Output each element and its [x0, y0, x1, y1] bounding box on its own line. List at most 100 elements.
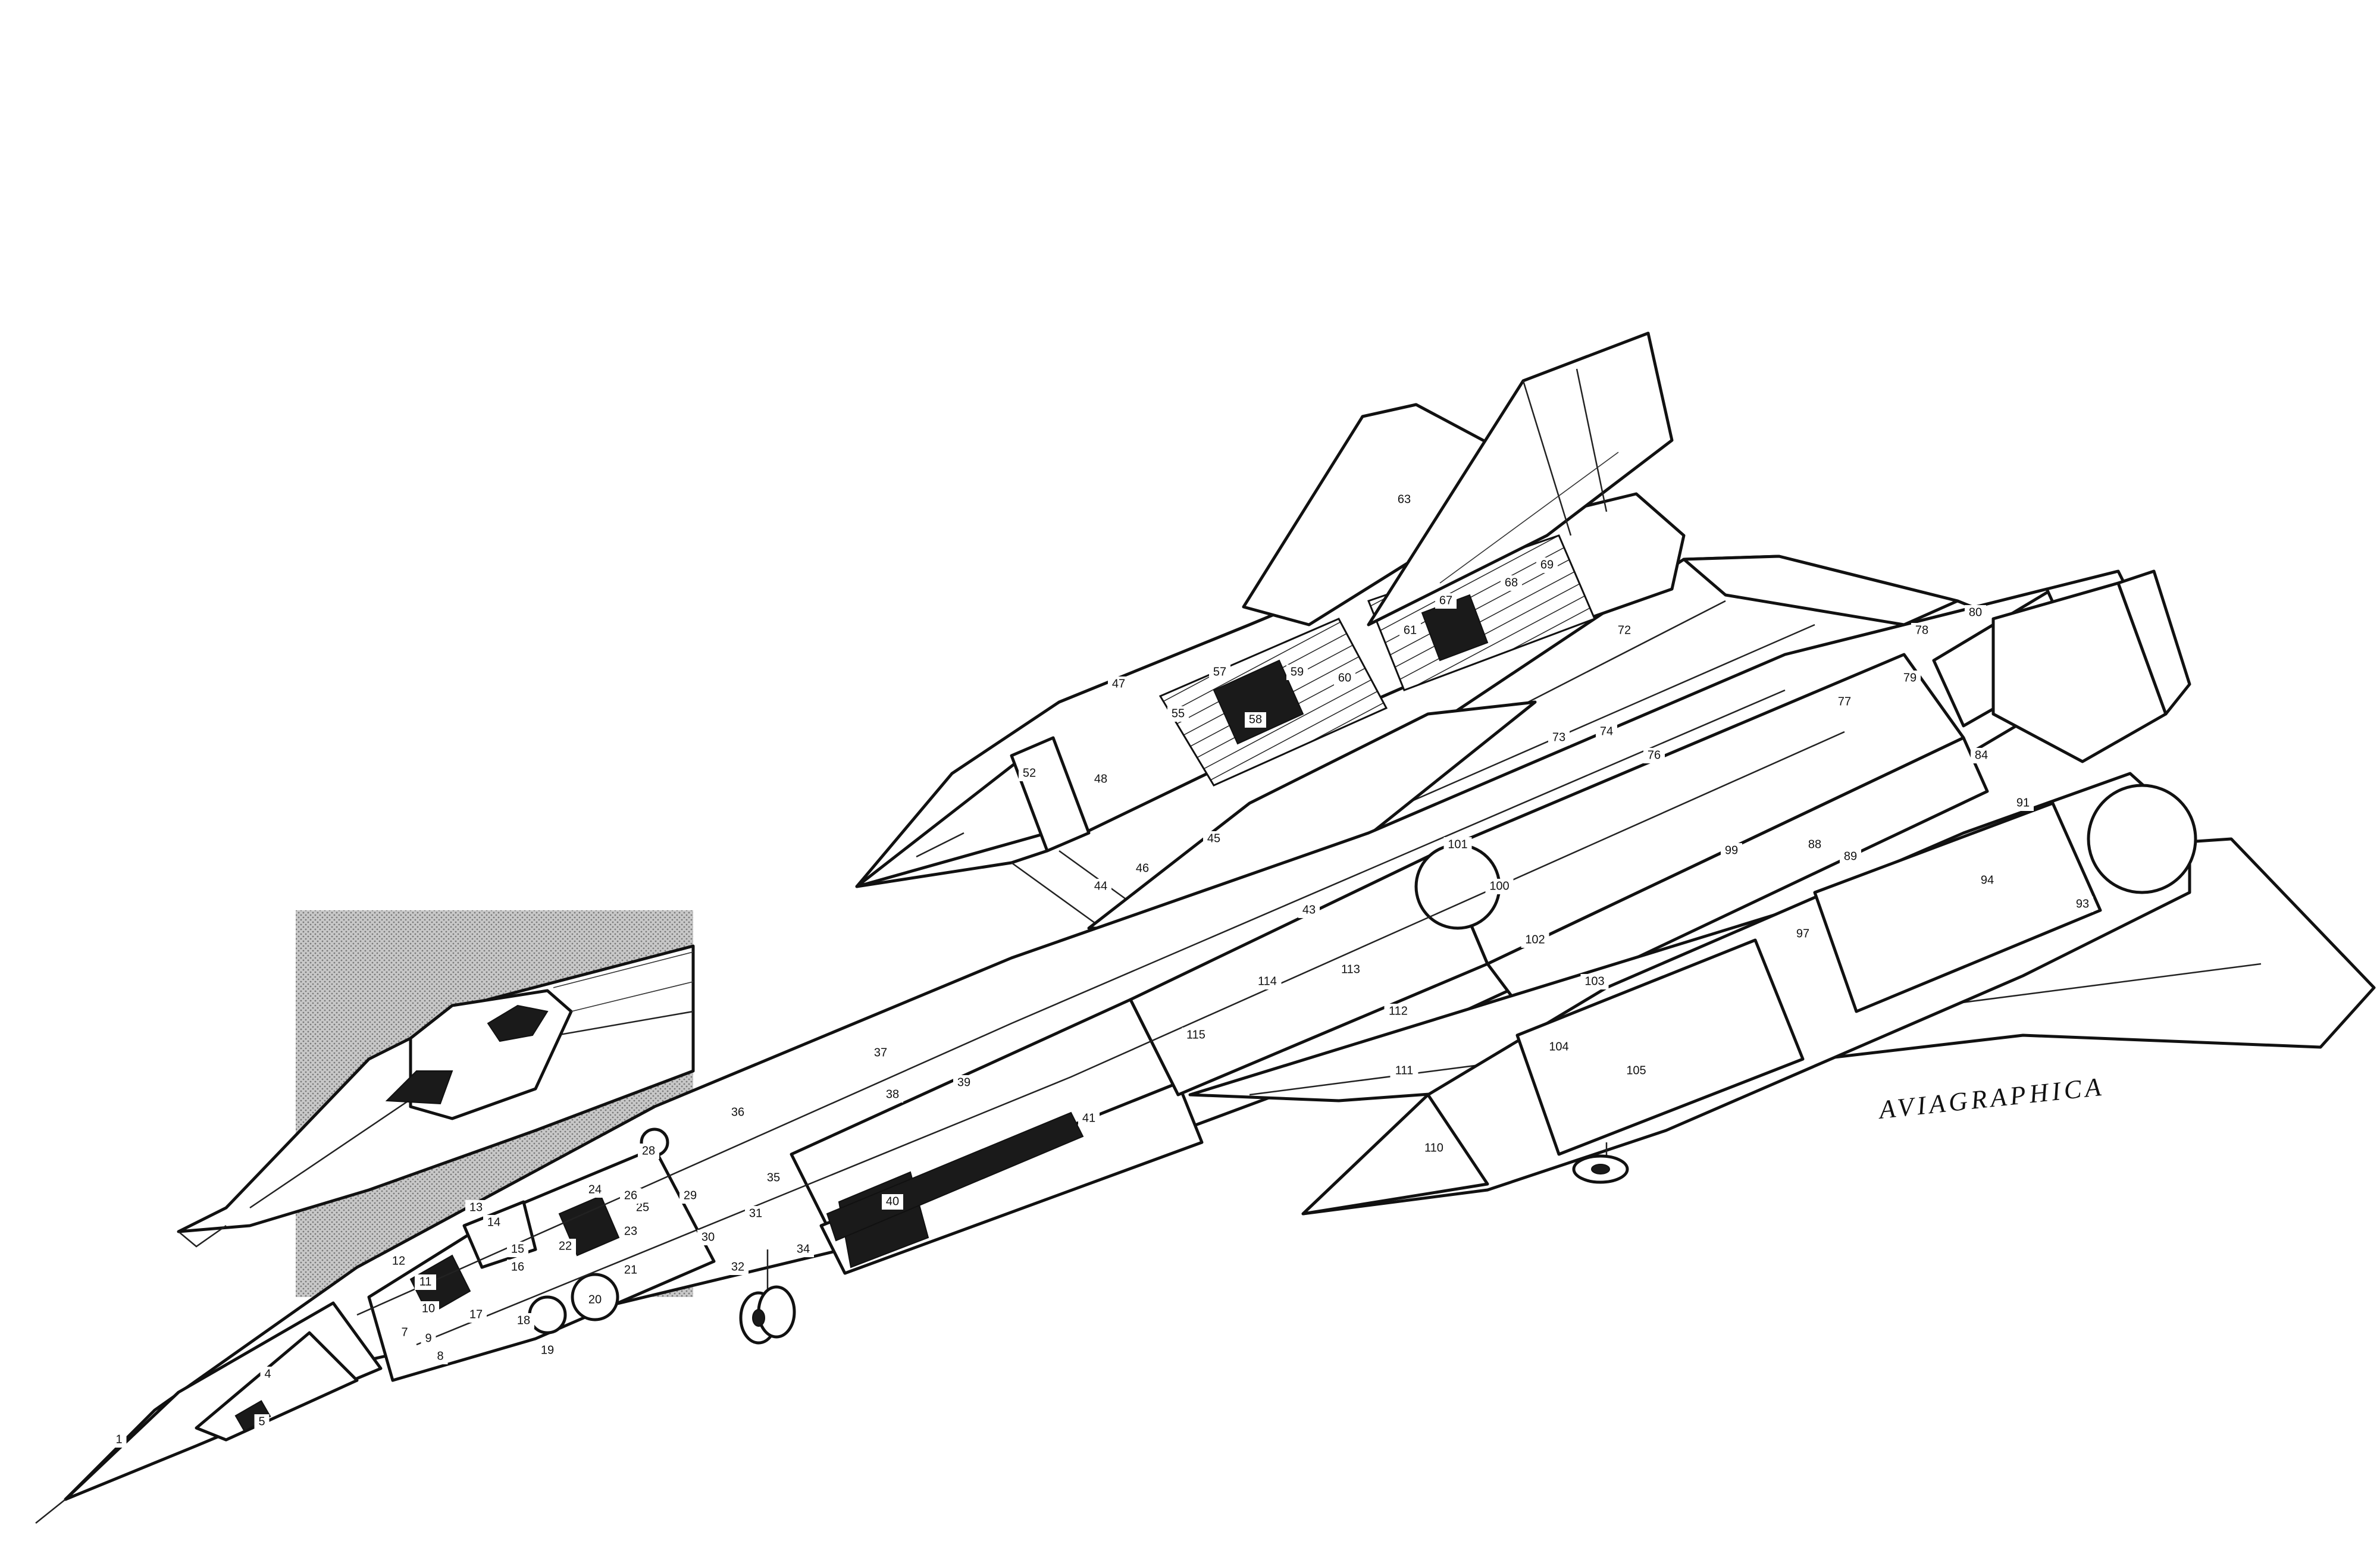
callout-backing — [745, 1206, 766, 1221]
callout-backing — [388, 1254, 409, 1269]
callout-number: 99 — [1725, 844, 1738, 857]
callout-backing — [1965, 605, 1986, 621]
callout-number: 21 — [624, 1263, 637, 1276]
callout-number: 16 — [511, 1260, 524, 1273]
callout-number: 74 — [1600, 725, 1613, 738]
callout-backing — [1384, 1004, 1413, 1019]
callout-number: 35 — [767, 1171, 780, 1184]
near-exhaust — [2087, 784, 2197, 894]
callout-number: 114 — [1258, 975, 1277, 988]
callout-47: 47 — [1108, 676, 1129, 692]
callout-26: 26 — [620, 1188, 641, 1204]
callout-number: 44 — [1094, 879, 1107, 892]
callout-backing — [1792, 926, 1814, 942]
callout-number: 60 — [1338, 671, 1351, 684]
inset-front-window — [385, 1070, 453, 1105]
callout-104: 104 — [1545, 1039, 1573, 1055]
callout-number: 52 — [1023, 766, 1036, 779]
callout-number: 59 — [1291, 665, 1304, 678]
callout-number: 91 — [2016, 796, 2030, 809]
callout-backing — [1390, 1063, 1418, 1079]
callout-101: 101 — [1443, 837, 1472, 853]
callout-backing — [507, 1260, 528, 1275]
callout-backing — [870, 1045, 891, 1061]
callout-110: 110 — [1420, 1141, 1448, 1156]
callout-backing — [638, 1144, 659, 1159]
callout-backing — [1399, 623, 1421, 638]
callout-number: 32 — [731, 1260, 744, 1273]
callout-103: 103 — [1580, 974, 1609, 989]
callout-backing — [418, 1301, 439, 1317]
callout-backing — [727, 1105, 749, 1120]
callout-73: 73 — [1548, 730, 1570, 746]
callout-59: 59 — [1286, 665, 1308, 680]
callout-backing — [465, 1200, 487, 1216]
callout-29: 29 — [679, 1188, 701, 1204]
callout-number: 1 — [115, 1433, 122, 1446]
callout-backing — [1336, 962, 1365, 978]
callout-backing — [1643, 748, 1665, 763]
callout-number: 113 — [1341, 963, 1360, 976]
artist-signature: AVIAGRAPHICA — [1876, 1072, 2106, 1125]
callout-backing — [1911, 623, 1933, 638]
callout-backing — [1167, 706, 1189, 722]
callout-45: 45 — [1203, 831, 1225, 847]
callout-24: 24 — [584, 1182, 606, 1198]
callout-number: 57 — [1213, 665, 1226, 678]
callout-10: 10 — [418, 1301, 439, 1317]
callout-backing — [1203, 831, 1225, 847]
callout-97: 97 — [1792, 926, 1814, 942]
callout-number: 103 — [1584, 975, 1604, 988]
callout-number: 37 — [874, 1046, 887, 1059]
callout-14: 14 — [483, 1215, 505, 1230]
callout-backing — [1132, 861, 1153, 876]
callout-backing — [1580, 974, 1609, 989]
callout-4: 4 — [260, 1367, 275, 1382]
callout-114: 114 — [1253, 974, 1282, 989]
callout-number: 29 — [684, 1189, 697, 1202]
callout-number: 20 — [588, 1293, 602, 1306]
callout-number: 84 — [1975, 748, 1988, 762]
callout-number: 22 — [559, 1239, 572, 1252]
callout-number: 110 — [1424, 1141, 1443, 1154]
far-fin-tall — [1367, 331, 1674, 627]
callout-backing — [1977, 873, 1998, 888]
callout-number: 48 — [1094, 772, 1107, 785]
callout-63: 63 — [1393, 492, 1415, 508]
callout-40: 40 — [882, 1194, 903, 1210]
callout-backing — [1721, 843, 1742, 859]
callout-52: 52 — [1019, 766, 1040, 781]
callout-backing — [1019, 766, 1040, 781]
callout-93: 93 — [2072, 897, 2093, 912]
callout-backing — [1209, 665, 1230, 680]
callout-number: 43 — [1302, 903, 1316, 916]
callout-backing — [1393, 492, 1415, 508]
callout-21: 21 — [620, 1263, 641, 1278]
callout-backing — [1420, 1141, 1448, 1156]
callout-number: 68 — [1505, 576, 1518, 589]
callout-number: 14 — [487, 1216, 500, 1229]
callout-backing — [1485, 879, 1514, 894]
callout-number: 24 — [588, 1183, 602, 1196]
callout-112: 112 — [1384, 1004, 1413, 1019]
callout-89: 89 — [1840, 849, 1861, 865]
callout-number: 93 — [2076, 897, 2089, 910]
callout-74: 74 — [1596, 724, 1617, 740]
callout-34: 34 — [793, 1242, 814, 1257]
callout-number: 18 — [517, 1314, 530, 1327]
callout-57: 57 — [1209, 665, 1230, 680]
callout-backing — [953, 1075, 975, 1091]
callout-backing — [1899, 671, 1921, 686]
nose-probe — [35, 1499, 66, 1524]
callout-84: 84 — [1971, 748, 1992, 763]
callout-11: 11 — [415, 1274, 436, 1290]
callout-backing — [1182, 1028, 1210, 1043]
callout-35: 35 — [763, 1170, 784, 1186]
main-fuselage — [35, 587, 2144, 1524]
callout-backing — [1834, 694, 1855, 710]
callout-39: 39 — [953, 1075, 975, 1091]
callout-number: 38 — [886, 1088, 899, 1101]
callout-18: 18 — [513, 1313, 534, 1329]
callout-backing — [1253, 974, 1282, 989]
